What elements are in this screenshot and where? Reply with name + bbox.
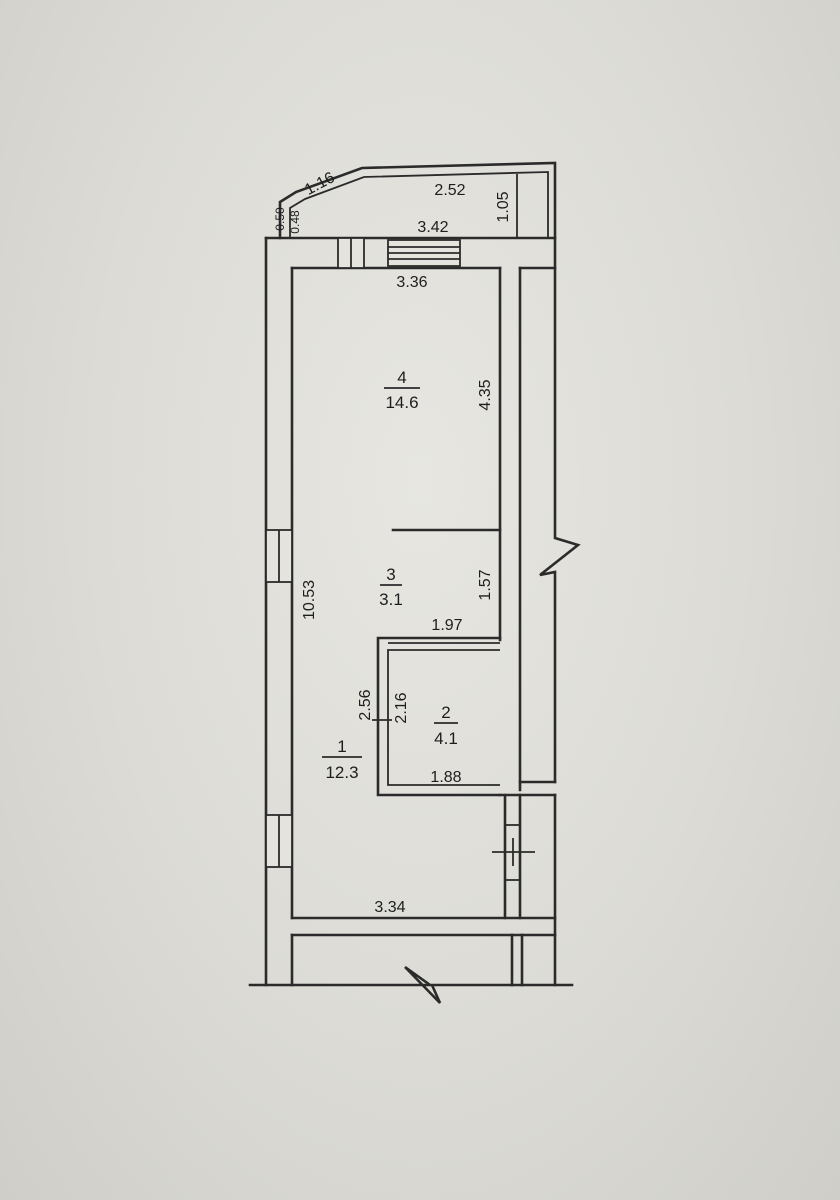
- bottom-break-line: [248, 965, 574, 1004]
- dim-bathroom-inner-height: 2.16: [393, 692, 410, 723]
- top-wall: [264, 236, 557, 270]
- left-wall: [264, 236, 294, 987]
- balcony: [278, 161, 557, 240]
- room-2-number: 2: [441, 703, 450, 722]
- room-1-number: 1: [337, 737, 346, 756]
- dim-corridor-length: 1.57: [477, 569, 494, 600]
- room-3-label: 3 3.1: [379, 565, 403, 609]
- room-2-area: 4.1: [434, 729, 458, 748]
- dim-balcony-inner-width: 3.42: [417, 219, 448, 236]
- room-1-area: 12.3: [325, 763, 358, 782]
- dim-room1-width: 3.34: [374, 899, 405, 916]
- room-2-label: 2 4.1: [434, 703, 458, 748]
- room-3-area: 3.1: [379, 590, 403, 609]
- dim-balcony-left-outer: 0.50: [273, 207, 287, 231]
- balcony-inner-wall: [289, 171, 549, 238]
- balcony-outer-wall: [278, 161, 557, 240]
- dim-balcony-depth: 1.05: [495, 191, 512, 222]
- dim-balcony-width: 2.52: [434, 182, 465, 199]
- room-4-area: 14.6: [385, 393, 418, 412]
- room-4-label: 4 14.6: [384, 368, 420, 412]
- right-wall: [492, 266, 581, 987]
- bathroom: [376, 636, 502, 797]
- dim-bathroom-top-width: 1.97: [431, 617, 462, 634]
- dim-balcony-left-inner: 0.48: [288, 210, 302, 234]
- room-3-number: 3: [386, 565, 395, 584]
- dim-hall-length: 10.53: [301, 580, 318, 620]
- bathroom-outer: [376, 636, 502, 797]
- dim-bathroom-outer-height: 2.56: [357, 689, 374, 720]
- top-wall-outer: [264, 236, 557, 270]
- bottom-wall: [248, 916, 574, 1004]
- bathroom-inner: [387, 649, 500, 786]
- dim-bathroom-bottom-width: 1.88: [430, 769, 461, 786]
- room-1-label: 1 12.3: [322, 737, 362, 782]
- room-4-number: 4: [397, 368, 406, 387]
- right-wall-break: [539, 266, 581, 784]
- dim-room4-length: 4.35: [477, 379, 494, 410]
- dim-room4-width: 3.36: [396, 274, 427, 291]
